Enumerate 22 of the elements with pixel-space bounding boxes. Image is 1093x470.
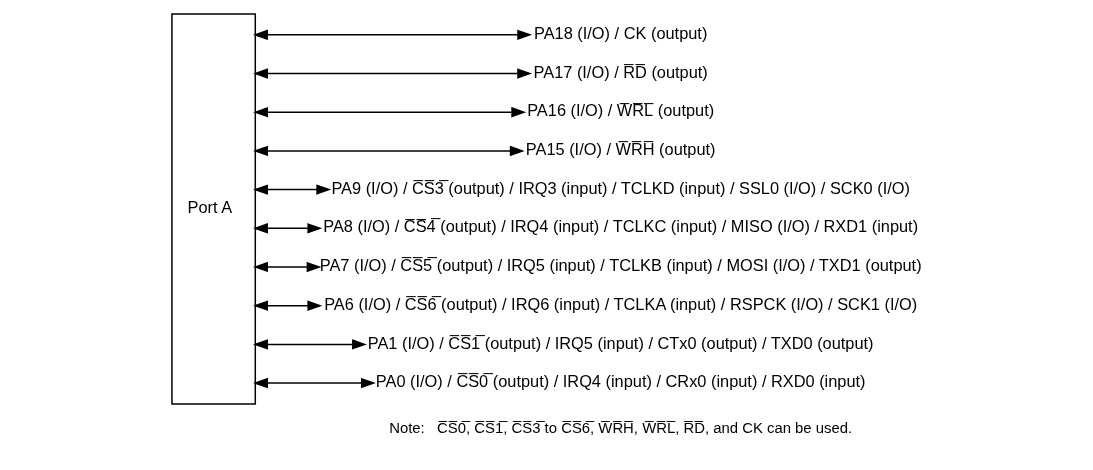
node-text: PA1 (I/O) / C̅S̅1̅ (output) / IRQ5 (input) / CTx0 (output) / TXD0 (output) bbox=[367, 333, 874, 352]
arrow bbox=[252, 261, 322, 273]
node-text: PA0 (I/O) / C̅S̅0̅ (output) / IRQ4 (input) / CRx0 (input) / RXD0 (input) bbox=[375, 372, 866, 391]
arrow bbox=[252, 377, 376, 389]
node-text: PA16 (I/O) / W̅R̅L̅ (output) bbox=[526, 101, 714, 120]
label: Note: C̅S̅0̅, C̅S̅1̅, C̅S̅3̅ to C̅S̅6̅, W̅R̅H̅, W̅R̅L̅, R̅D̅, and CK can be used. bbox=[388, 419, 852, 436]
node-box: Port A bbox=[170, 13, 256, 405]
arrow bbox=[252, 145, 525, 157]
node-text: PA9 (I/O) / C̅S̅3̅ (output) / IRQ3 (input) / TCLKD (input) / SSL0 (I/O) / SCK0 (I/O) bbox=[330, 178, 910, 197]
arrow bbox=[252, 107, 526, 118]
arrow bbox=[252, 29, 532, 41]
arrow bbox=[252, 68, 532, 79]
node-text: PA7 (I/O) / C̅S̅5̅ (output) / IRQ5 (input) / TCLKB (input) / MOSI (I/O) / TXD1 (output) bbox=[319, 256, 922, 275]
arrow bbox=[252, 223, 322, 234]
node-text: PA18 (I/O) / CK (output) bbox=[533, 23, 707, 42]
arrow bbox=[252, 300, 322, 311]
node-text: PA17 (I/O) / R̅D̅ (output) bbox=[533, 62, 708, 81]
node-text: PA6 (I/O) / C̅S̅6̅ (output) / IRQ6 (input) / TCLKA (input) / RSPCK (I/O) / SCK1 (I/O) bbox=[323, 294, 917, 313]
node-text: PA8 (I/O) / C̅S̅4̅ (output) / IRQ4 (input) / TCLKC (input) / MISO (I/O) / RXD1 (input) bbox=[322, 217, 918, 236]
arrow bbox=[252, 184, 331, 195]
node-text: PA15 (I/O) / W̅R̅H̅ (output) bbox=[525, 140, 716, 159]
arrow bbox=[252, 339, 367, 350]
